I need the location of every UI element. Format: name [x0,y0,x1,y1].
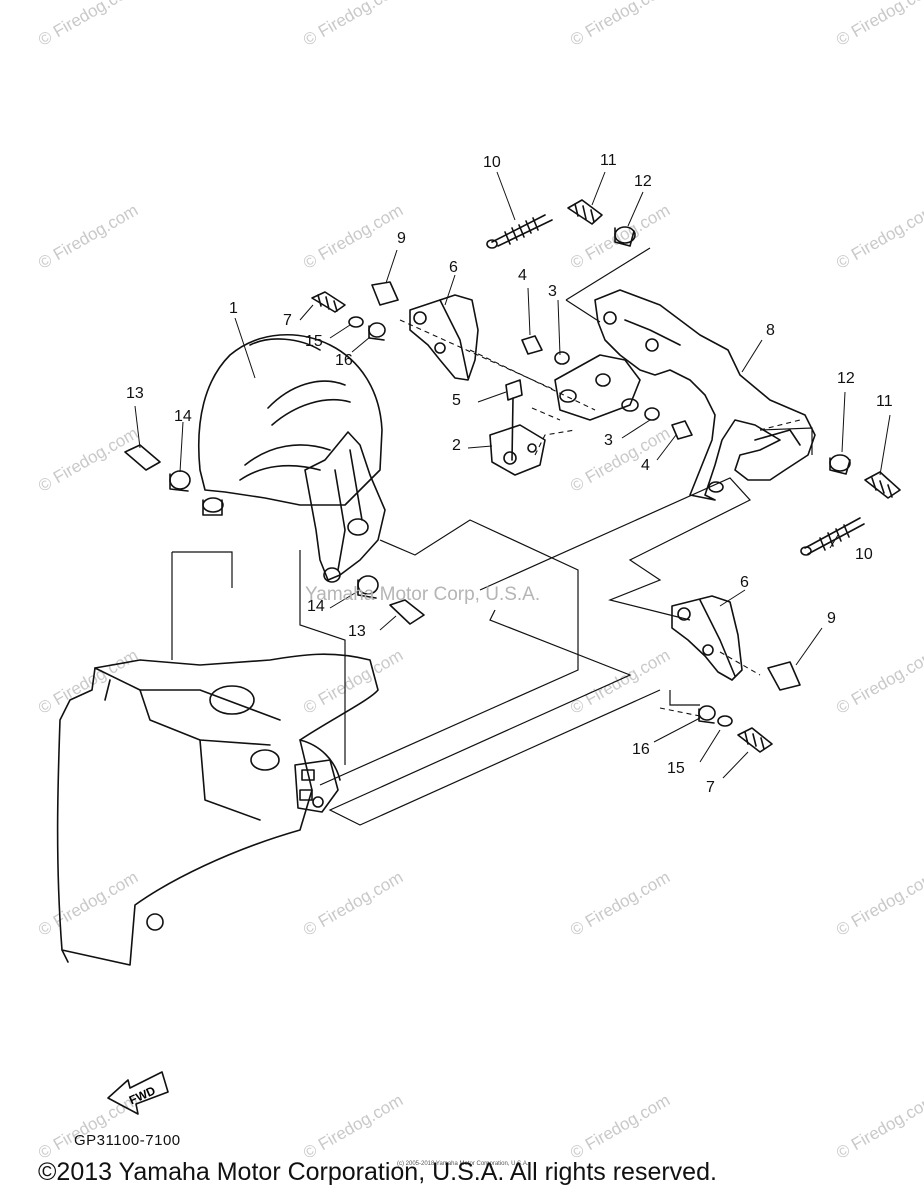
part-15-washer-upper [348,316,364,328]
diagram-code: GP31100-7100 [74,1132,181,1149]
part-9-bolt-lower [767,661,801,691]
callout-13: 13 [348,623,366,640]
copyright-small: (c) 2005-2018 Yamaha Motor Corporation, … [397,1161,529,1167]
callout-4: 4 [518,267,527,284]
part-8-frame [594,289,816,501]
callout-4: 4 [641,457,650,474]
callout-9: 9 [827,610,836,627]
part-16-bushing-lower [698,705,716,724]
part-13-bolt-left [124,444,161,471]
callout-leaders [134,171,891,779]
callout-3: 3 [604,432,613,449]
callout-9: 9 [397,230,406,247]
callout-10: 10 [855,546,873,563]
callout-6: 6 [449,259,458,276]
part-6-bracket-lower [671,595,743,681]
part-3-link [554,354,641,421]
callout-13: 13 [126,385,144,402]
part-3-washer-upper [554,351,570,365]
callout-14: 14 [307,598,325,615]
callout-7: 7 [706,779,715,796]
copyright-notice: ©2013 Yamaha Motor Corporation, U.S.A. A… [38,1158,717,1186]
dashed-assembly-lines [399,319,801,717]
forward-arrow-icon [107,1071,169,1115]
part-4-bolt-lower [671,420,693,440]
callout-2: 2 [452,437,461,454]
part-7-bolt-lower [737,727,773,753]
engine-casing [56,653,379,966]
part-13-bolt-center [389,599,425,625]
callout-10: 10 [483,154,501,171]
part-9-bolt-upper [371,281,399,306]
center-watermark: Yamaha Motor Corp, U.S.A. [305,584,541,605]
part-14-bushing-left [169,470,191,492]
part-15-washer-lower [717,715,733,727]
part-5-nipple [505,379,523,461]
part-16-bushing-upper [368,322,386,341]
callout-12: 12 [634,173,652,190]
callout-5: 5 [452,392,461,409]
callout-16: 16 [335,352,353,369]
callout-6: 6 [740,574,749,591]
callout-3: 3 [548,283,557,300]
part-1-cover [197,333,383,516]
part-2-plate [489,424,546,476]
callout-15: 15 [667,760,685,777]
callout-11: 11 [876,393,893,410]
part-11-bolt-upper [567,199,603,225]
part-4-bolt-upper [521,335,543,355]
assembly-lines [171,247,813,826]
callout-15: 15 [305,333,323,350]
part-10-spring-upper [486,214,553,249]
part-6-bracket-upper [409,294,479,381]
part-14-bushing-center [357,575,379,599]
callout-16: 16 [632,741,650,758]
callout-12: 12 [837,370,855,387]
callout-7: 7 [283,312,292,329]
engine-mount-bracket [304,431,386,583]
callout-8: 8 [766,322,775,339]
part-12-collar-upper [614,226,636,247]
part-11-bolt-lower [864,471,901,499]
callout-14: 14 [174,408,192,425]
part-7-bolt-upper [311,291,346,313]
part-12-collar-lower [829,454,851,475]
callout-1: 1 [229,300,238,317]
part-3-washer-lower [644,407,660,421]
callout-11: 11 [600,152,617,169]
